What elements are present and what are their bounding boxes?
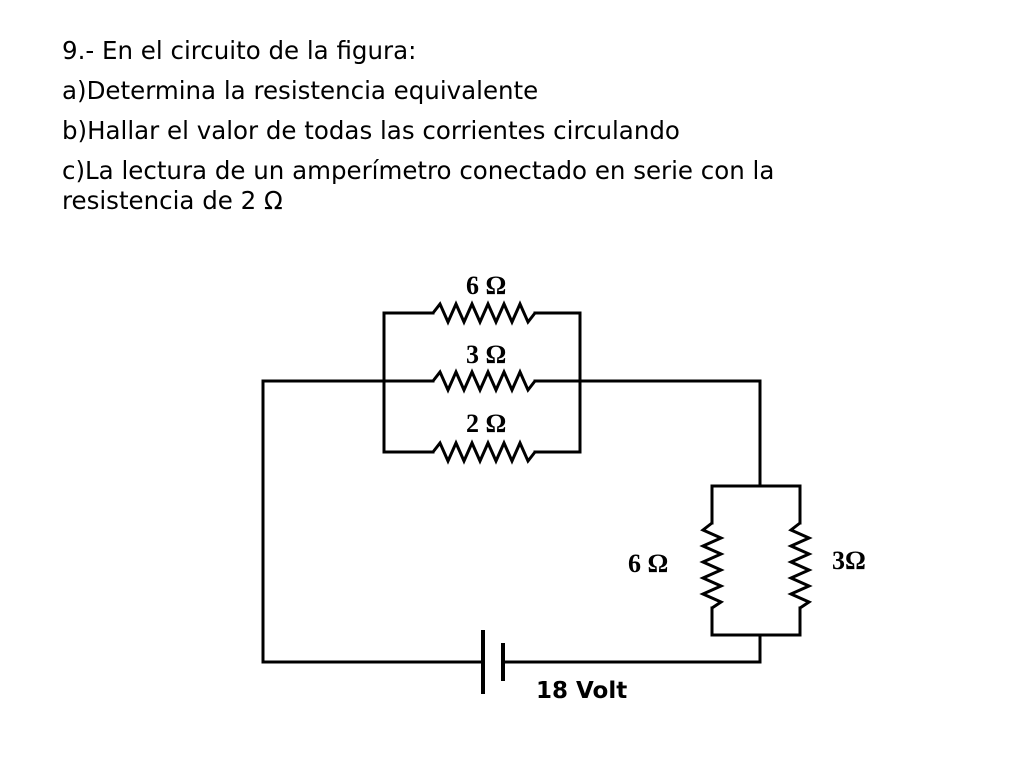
- label-resistor-3-ohm-right: 3Ω: [832, 546, 866, 575]
- wire-top-right: [578, 379, 762, 488]
- resistor-6-ohm-top: [431, 300, 537, 326]
- wire-left-side: [261, 379, 484, 664]
- wire-bottom-right: [502, 633, 762, 664]
- resistor-3-ohm-top: [431, 368, 537, 394]
- label-resistor-3-ohm-top: 3 Ω: [466, 340, 506, 369]
- label-battery-voltage: 18 Volt: [536, 678, 627, 704]
- problem-statement: 9.- En el circuito de la figura: a)Deter…: [62, 36, 962, 226]
- resistor-3-ohm-right: [787, 521, 813, 610]
- problem-part-c: c)La lectura de un amperímetro conectado…: [62, 156, 775, 215]
- problem-part-b: b)Hallar el valor de todas las corriente…: [62, 116, 680, 145]
- problem-title: 9.- En el circuito de la figura:: [62, 36, 417, 65]
- label-resistor-2-ohm-top: 2 Ω: [466, 409, 506, 438]
- problem-part-a: a)Determina la resistencia equivalente: [62, 76, 539, 105]
- label-resistor-6-ohm-right: 6 Ω: [628, 549, 668, 578]
- label-resistor-6-ohm-top: 6 Ω: [466, 271, 506, 300]
- resistor-2-ohm-top: [431, 439, 537, 465]
- resistor-6-ohm-right: [699, 521, 725, 610]
